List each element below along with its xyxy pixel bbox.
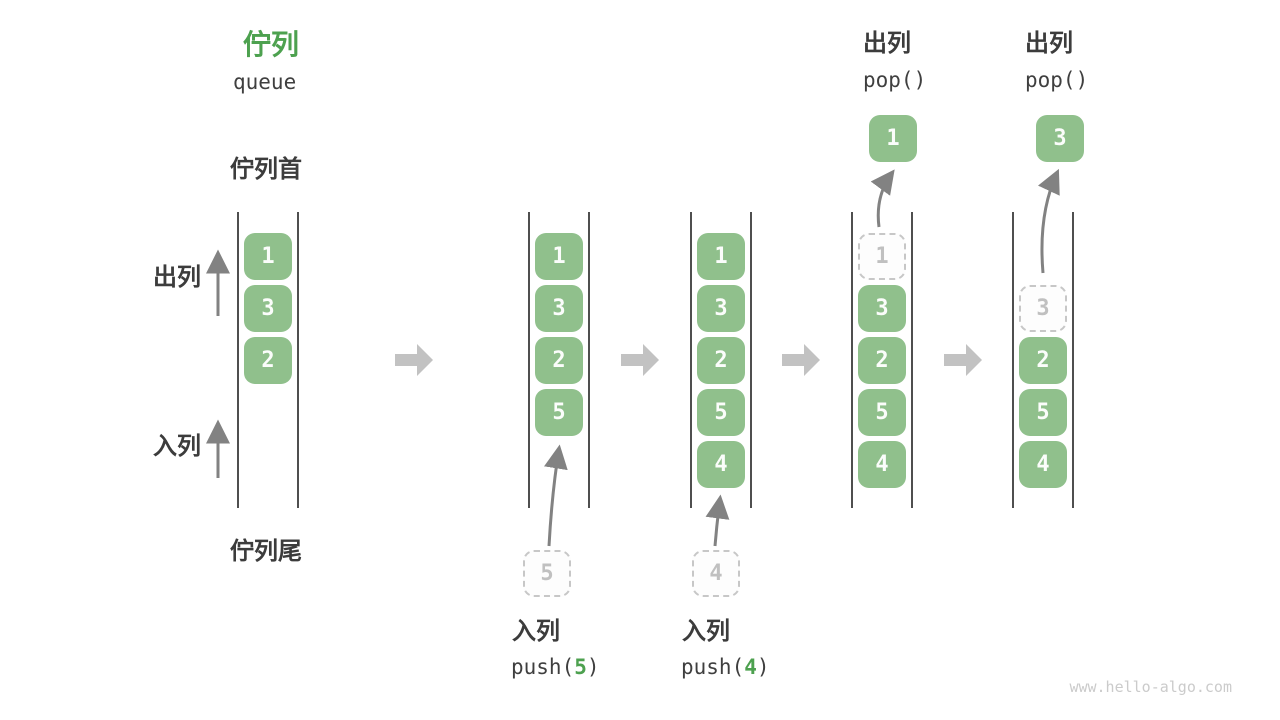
push-5-code-pre: push( [511,655,575,679]
queue-cell-solid: 1 [244,233,292,280]
push-4-arrow-icon [705,494,730,547]
queue-cell-solid: 3 [244,285,292,332]
push-5-code-value: 5 [574,655,587,679]
pushed-value-5: 5 [523,550,571,597]
popped-value-1: 1 [869,115,917,162]
enqueue-side-label: 入列 [153,433,201,460]
queue-cell-solid: 4 [858,441,906,488]
watermark: www.hello-algo.com [1069,678,1232,696]
pop-2-code: pop() [1025,68,1089,92]
chevron-arrow-icon [782,344,820,376]
queue-rear-label: 佇列尾 [230,538,302,565]
queue-cell-dashed: 1 [858,233,906,280]
pushed-value-4: 4 [692,550,740,597]
diagram-title-zh: 佇列 [243,29,300,60]
push-4-code-value: 4 [744,655,757,679]
queue-cell-solid: 5 [858,389,906,436]
chevron-arrow-icon [944,344,982,376]
pop-2-label-zh: 出列 [1025,30,1073,57]
queue-cell-solid: 5 [1019,389,1067,436]
queue-cell-solid: 3 [535,285,583,332]
queue-cell-solid: 2 [535,337,583,384]
push-5-code: push(5) [511,655,600,679]
pop-1-arrow-icon [870,169,895,228]
push-4-code-post: ) [756,655,770,679]
push-5-code-post: ) [586,655,600,679]
push-4-code: push(4) [681,655,770,679]
queue-cell-solid: 4 [697,441,745,488]
chevron-arrow-icon [621,344,659,376]
diagram-title-en: queue [233,70,297,94]
queue-cell-solid: 3 [697,285,745,332]
queue-cell-solid: 3 [858,285,906,332]
queue-front-label: 佇列首 [230,156,302,183]
queue-cell-solid: 2 [697,337,745,384]
state-transition-arrows [395,344,982,376]
queue-cell-solid: 1 [697,233,745,280]
queue-walls [237,212,1074,508]
queue-cell-solid: 1 [535,233,583,280]
queue-cell-solid: 4 [1019,441,1067,488]
popped-value-3: 3 [1036,115,1084,162]
queue-cell-solid: 5 [697,389,745,436]
pop-1-label-zh: 出列 [863,30,911,57]
push-4-code-pre: push( [681,655,745,679]
chevron-arrow-icon [395,344,433,376]
queue-cell-dashed: 3 [1019,285,1067,332]
queue-cell-solid: 2 [1019,337,1067,384]
push-4-label-zh: 入列 [682,618,730,645]
queue-cell-solid: 2 [244,337,292,384]
queue-cell-solid: 5 [535,389,583,436]
pop-3-arrow-icon [1037,168,1060,274]
dequeue-side-label: 出列 [153,264,201,291]
queue-cell-solid: 2 [858,337,906,384]
push-5-arrow-icon [544,444,568,547]
push-5-label-zh: 入列 [512,618,560,645]
pop-1-code: pop() [863,68,927,92]
